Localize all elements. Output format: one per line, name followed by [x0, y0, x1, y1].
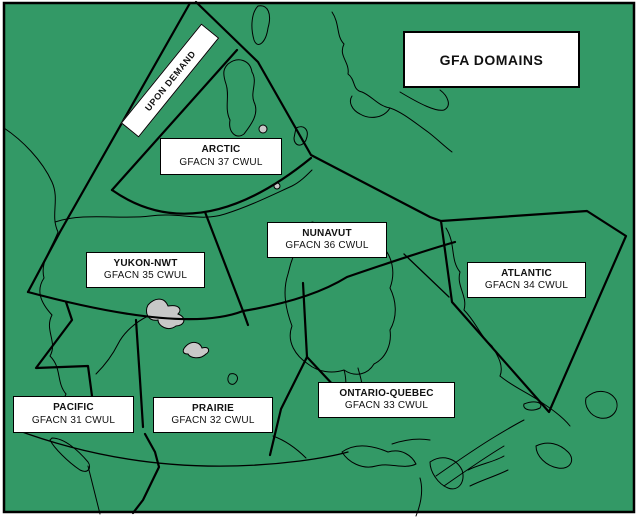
region-name: ARCTIC	[201, 144, 241, 155]
map-title: GFA DOMAINS	[439, 51, 544, 68]
secondary-boundaries	[13, 253, 450, 467]
region-name: YUKON-NWT	[113, 257, 178, 269]
lakes	[145, 124, 281, 359]
region-name: ONTARIO-QUEBEC	[339, 387, 434, 399]
region-label-prairie[interactable]: PRAIRIE GFACN 32 CWUL	[153, 397, 273, 433]
region-label-arctic[interactable]: ARCTIC GFACN 37 CWUL	[160, 138, 282, 175]
region-code: GFACN 35 CWUL	[103, 270, 188, 281]
region-label-atlantic[interactable]: ATLANTIC GFACN 34 CWUL	[467, 262, 586, 298]
region-code: GFACN 37 CWUL	[179, 156, 263, 168]
region-name: ATLANTIC	[501, 267, 552, 279]
region-code: GFACN 34 CWUL	[484, 280, 569, 291]
region-label-ontario-quebec[interactable]: ONTARIO-QUEBEC GFACN 33 CWUL	[318, 382, 455, 418]
domain-boundaries	[26, 0, 628, 515]
region-label-nunavut[interactable]: NUNAVUT GFACN 36 CWUL	[267, 222, 387, 258]
region-code: GFACN 31 CWUL	[31, 414, 116, 426]
region-name: PRAIRIE	[192, 402, 234, 414]
region-name: PACIFIC	[53, 402, 94, 413]
region-code: GFACN 36 CWUL	[285, 240, 369, 251]
region-label-pacific[interactable]: PACIFIC GFACN 31 CWUL	[13, 396, 134, 433]
coastlines	[3, 5, 618, 517]
region-code: GFACN 32 CWUL	[171, 415, 255, 426]
map-title-box: GFA DOMAINS	[403, 31, 580, 88]
region-label-yukon-nwt[interactable]: YUKON-NWT GFACN 35 CWUL	[86, 252, 205, 288]
region-code: GFACN 33 CWUL	[344, 400, 429, 411]
region-name: NUNAVUT	[302, 227, 352, 239]
